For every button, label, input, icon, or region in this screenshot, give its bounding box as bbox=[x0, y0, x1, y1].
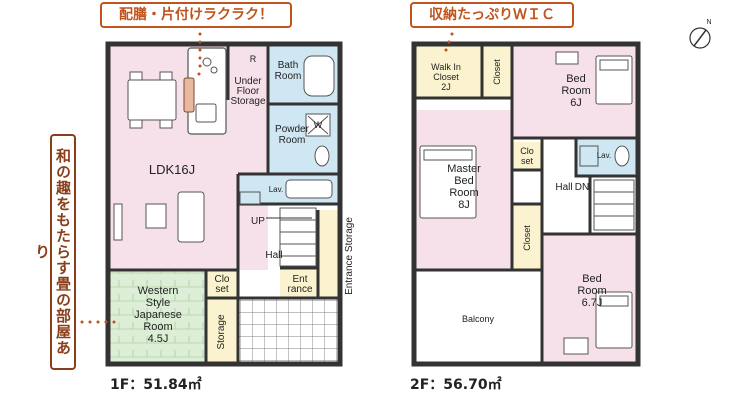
balcony-fill bbox=[414, 270, 542, 364]
lav-label-1f: Lav. bbox=[269, 185, 284, 194]
r-label: R bbox=[250, 54, 257, 64]
inner-walls-2f bbox=[414, 44, 638, 364]
stairs-2f bbox=[593, 179, 635, 231]
w-label: W bbox=[314, 120, 323, 130]
outer-walls-2f bbox=[411, 41, 641, 367]
entrance-tiles bbox=[238, 298, 340, 364]
outer-walls-1f bbox=[105, 41, 343, 367]
floor-1-area: 1F：51.84㎡ bbox=[110, 377, 202, 393]
up-label: UP bbox=[251, 216, 265, 227]
hall-label-1f: Hall bbox=[265, 250, 282, 261]
stairs-1f bbox=[266, 207, 317, 267]
storage-label: Storage bbox=[216, 314, 227, 349]
furniture-2f bbox=[419, 51, 633, 355]
inner-walls-1f bbox=[108, 44, 340, 364]
japanese-room-callout: 和の趣をもたらす畳の部屋あり bbox=[33, 134, 76, 370]
closet-a-label: Closet bbox=[492, 59, 502, 85]
kitchen-callout: 配膳・片付けラクラク！ bbox=[100, 2, 292, 28]
dining-table bbox=[127, 71, 177, 129]
bath-fixtures bbox=[239, 55, 335, 205]
closet-a-fill bbox=[482, 44, 512, 98]
wic-fill bbox=[414, 44, 482, 98]
closet-fill-1f bbox=[206, 270, 238, 298]
svg-text:N: N bbox=[706, 19, 711, 26]
balcony-label: Balcony bbox=[462, 314, 495, 324]
floor-2-area: 2F：56.70㎡ bbox=[410, 377, 502, 393]
hall-label-2f: Hall bbox=[555, 182, 572, 193]
wic-callout: 収納たっぷりＷＩＣ bbox=[410, 2, 574, 28]
sofa bbox=[113, 191, 205, 243]
closet-b-fill bbox=[512, 204, 542, 270]
compass-icon: N bbox=[689, 19, 712, 49]
entrance-storage-fill bbox=[318, 210, 340, 298]
callout-pointers bbox=[80, 24, 454, 324]
storage-fill bbox=[206, 298, 238, 364]
lav-label-2f: Lav. bbox=[597, 151, 612, 160]
closet-b-label: Closet bbox=[522, 225, 532, 251]
ldk-label: LDK16J bbox=[149, 162, 195, 177]
entrance-storage-label: Entrance Storage bbox=[344, 217, 355, 295]
dn-label: DN bbox=[575, 182, 589, 193]
kitchen-counter bbox=[183, 47, 227, 135]
closet-2f-fill bbox=[512, 142, 542, 170]
japanese-room-tatami bbox=[108, 270, 208, 364]
